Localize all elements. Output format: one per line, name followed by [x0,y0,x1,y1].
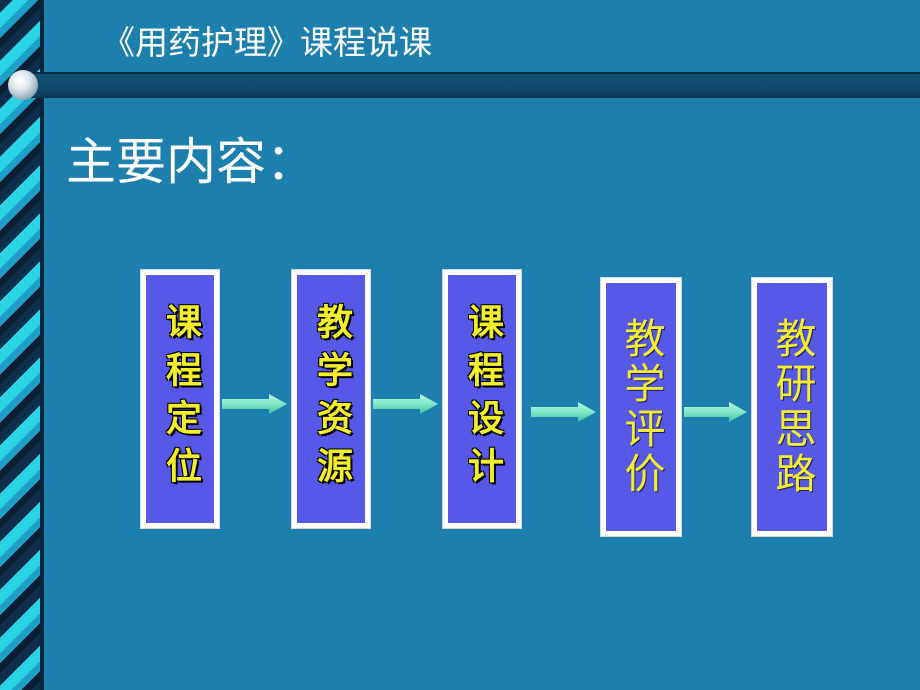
flow-step-box: 教学评价 [600,277,682,537]
header: 《用药护理》课程说课 [44,0,920,72]
title-underline-bar [28,72,920,98]
flow-step-box: 教学资源 [291,269,371,529]
flow-step-label: 教研思路 [768,317,816,497]
slide-title: 《用药护理》课程说课 [102,23,432,62]
flow-step-label: 教学评价 [617,317,665,497]
flow-step-box: 教研思路 [751,277,833,537]
right-arrow-icon [222,394,287,414]
flow-step-box: 课程设计 [442,269,522,529]
right-arrow-icon [531,402,596,422]
sphere-bullet-icon [8,70,38,100]
right-arrow-icon [373,394,438,414]
flow-step-label: 课程定位 [160,303,201,495]
flow-step-label: 课程设计 [462,303,503,495]
decorative-left-border [0,0,44,690]
section-heading: 主要内容： [66,133,316,191]
flow-step-label: 教学资源 [311,303,352,495]
flow-step-box: 课程定位 [140,269,220,529]
right-arrow-icon [684,402,747,422]
